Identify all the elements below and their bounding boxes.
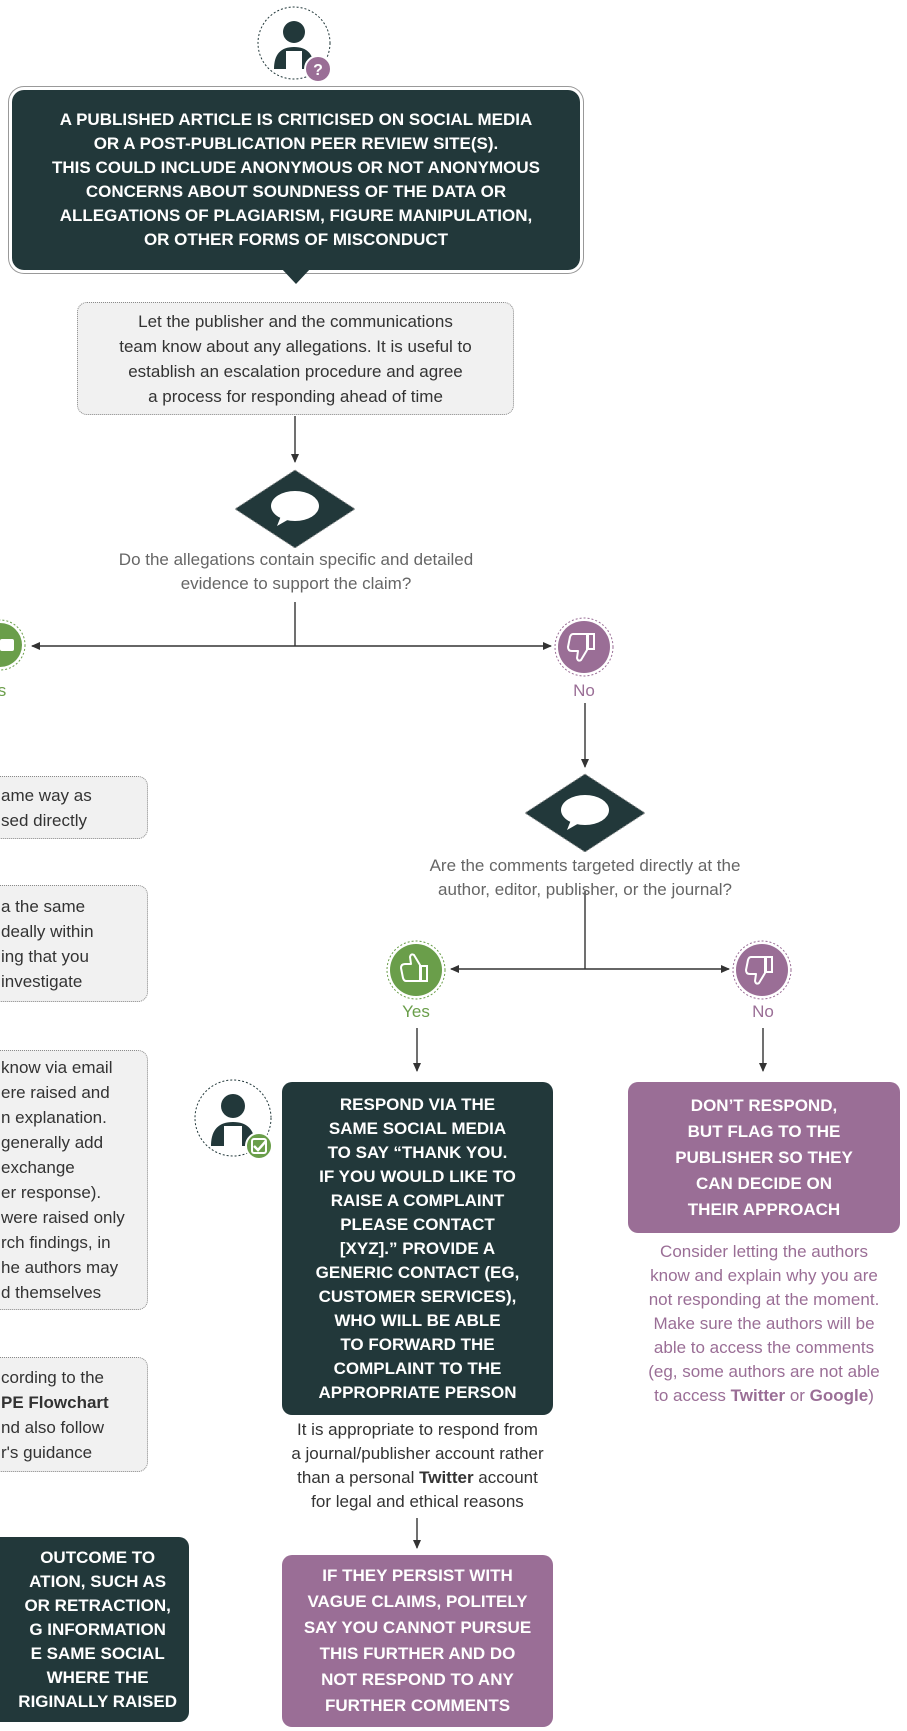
left-info-box-4: cording to the PE Flowchart nd also foll…	[0, 1357, 148, 1472]
callout-pointer	[281, 268, 311, 286]
no-label-2: No	[752, 1002, 774, 1021]
left-info-box-3: know via email ere raised and n explanat…	[0, 1050, 148, 1310]
left-info-box-1: ame way as sed directly	[0, 776, 148, 839]
consider-note: Consider letting the authors know and ex…	[648, 1242, 880, 1405]
thumbs-up-icon	[0, 616, 26, 676]
thumbs-up-icon	[385, 939, 447, 1001]
thumbs-down-icon	[731, 939, 793, 1001]
respond-box: RESPOND VIA THE SAME SOCIAL MEDIA TO SAY…	[282, 1082, 553, 1415]
decision-question-target: Are the comments targeted directly at th…	[429, 856, 741, 899]
yes-label-2: Yes	[402, 1002, 430, 1021]
left-outcome-box: OUTCOME TO ATION, SUCH AS OR RETRACTION,…	[0, 1537, 189, 1722]
criticism-box: A PUBLISHED ARTICLE IS CRITICISED ON SOC…	[12, 90, 580, 270]
respond-note: It is appropriate to respond from a jour…	[291, 1420, 544, 1511]
speech-bubble-icon	[523, 772, 647, 854]
no-label-1: No	[573, 681, 595, 700]
person-check-icon	[193, 1078, 277, 1162]
decision-question-evidence: Do the allegations contain specific and …	[118, 550, 474, 593]
persist-box: IF THEY PERSIST WITH VAGUE CLAIMS, POLIT…	[282, 1555, 553, 1727]
yes-label-left: s	[0, 681, 7, 700]
speech-bubble-icon	[233, 468, 357, 550]
notify-publisher-box: Let the publisher and the communications…	[77, 302, 514, 415]
thumbs-down-icon	[553, 616, 615, 678]
left-info-box-2: a the same deally within ing that you in…	[0, 885, 148, 1002]
person-question-icon: ?	[256, 5, 336, 85]
svg-text:?: ?	[313, 62, 323, 79]
dont-respond-box: DON’T RESPOND, BUT FLAG TO THE PUBLISHER…	[628, 1082, 900, 1233]
